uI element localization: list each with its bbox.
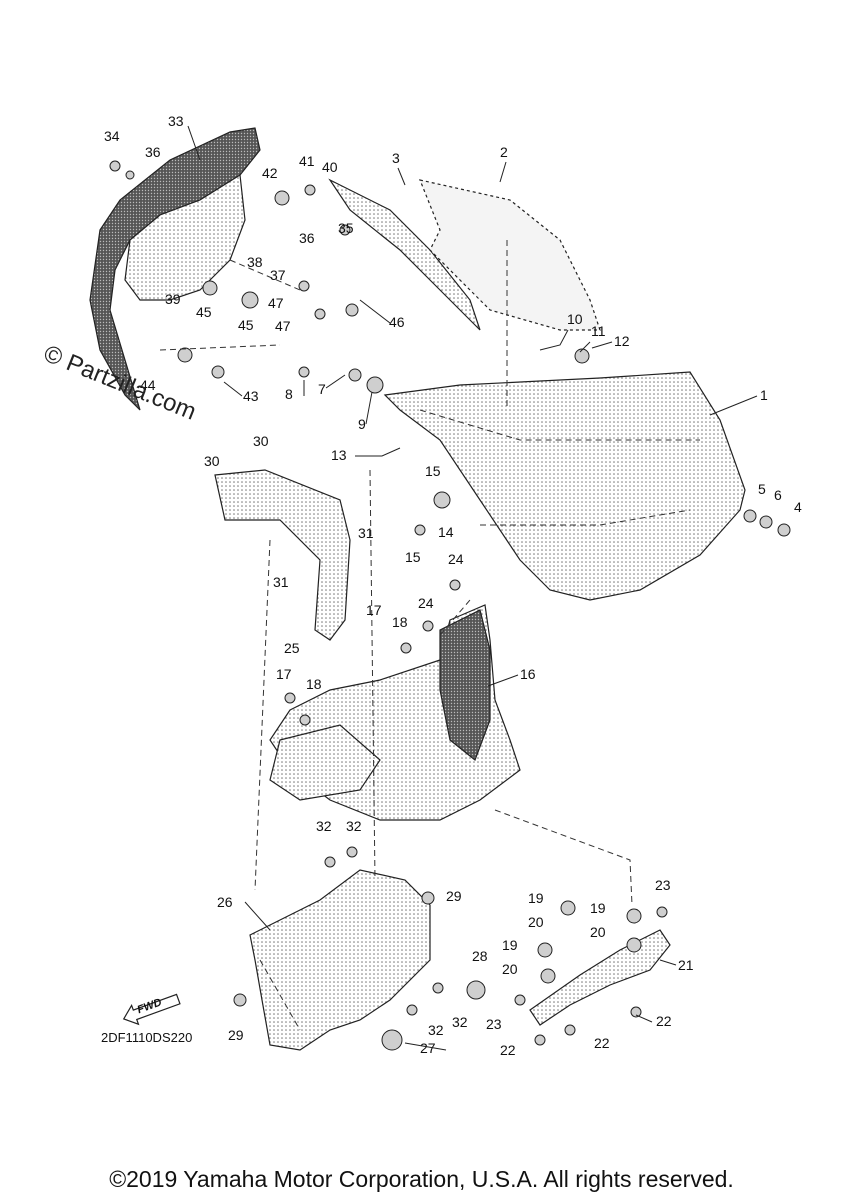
callout-36b: 36 — [299, 230, 315, 246]
callout-41: 41 — [299, 153, 315, 169]
callout-27: 27 — [420, 1040, 436, 1056]
leader-lines — [187, 125, 758, 1051]
callout-36a: 36 — [145, 144, 161, 160]
callout-23b: 23 — [486, 1016, 502, 1032]
callout-19b: 19 — [590, 900, 606, 916]
callout-47b: 47 — [275, 318, 291, 334]
callout-43: 43 — [243, 388, 259, 404]
side-panel-part — [383, 371, 746, 601]
callout-35: 35 — [338, 220, 354, 236]
callout-21: 21 — [678, 957, 694, 973]
callout-29a: 29 — [446, 888, 462, 904]
callout-13: 13 — [331, 447, 347, 463]
hardware-parts — [109, 160, 791, 1051]
callout-30a: 30 — [253, 433, 269, 449]
callout-46: 46 — [389, 314, 405, 330]
stay-part — [529, 929, 671, 1026]
copyright-text: ©2019 Yamaha Motor Corporation, U.S.A. A… — [109, 1166, 734, 1192]
callout-42: 42 — [262, 165, 278, 181]
callout-44: 44 — [140, 377, 156, 393]
callout-4: 4 — [794, 499, 802, 515]
callout-17a: 17 — [366, 602, 382, 618]
callout-7: 7 — [318, 381, 326, 397]
callout-39: 39 — [165, 291, 181, 307]
callout-26: 26 — [217, 894, 233, 910]
windscreen-part — [328, 178, 601, 331]
callout-18a: 18 — [392, 614, 408, 630]
callout-32c: 32 — [428, 1022, 444, 1038]
callout-24a: 24 — [448, 551, 464, 567]
callout-23a: 23 — [655, 877, 671, 893]
callout-16: 16 — [520, 666, 536, 682]
callout-3: 3 — [392, 150, 400, 166]
callout-40: 40 — [322, 159, 338, 175]
callout-20a: 20 — [528, 914, 544, 930]
callout-18b: 18 — [306, 676, 322, 692]
callout-20c: 20 — [502, 961, 518, 977]
fwd-arrow-icon — [122, 993, 181, 1026]
callout-31a: 31 — [358, 525, 374, 541]
diagram-code: 2DF1110DS220 — [101, 1030, 193, 1045]
callout-17b: 17 — [276, 666, 292, 682]
callout-22c: 22 — [500, 1042, 516, 1058]
callout-22b: 22 — [594, 1035, 610, 1051]
callout-29b: 29 — [228, 1027, 244, 1043]
callout-30b: 30 — [204, 453, 220, 469]
bracket-stay-part — [214, 469, 351, 641]
callout-15b: 15 — [405, 549, 421, 565]
lower-bracket-part — [249, 869, 431, 1051]
callout-31b: 31 — [273, 574, 289, 590]
callout-12: 12 — [614, 333, 630, 349]
callout-15a: 15 — [425, 463, 441, 479]
callout-22a: 22 — [656, 1013, 672, 1029]
callout-19c: 19 — [502, 937, 518, 953]
callout-32a: 32 — [316, 818, 332, 834]
callout-14: 14 — [438, 524, 454, 540]
callout-11: 11 — [591, 323, 606, 339]
fwd-arrow: FWD — [117, 986, 184, 1032]
callout-8: 8 — [285, 386, 293, 402]
callout-1: 1 — [760, 387, 768, 403]
callout-38: 38 — [247, 254, 263, 270]
callout-2: 2 — [500, 144, 508, 160]
callout-labels: 1 2 3 4 5 6 7 8 9 10 11 12 13 14 15 15 1… — [104, 113, 802, 1058]
callout-6: 6 — [774, 487, 782, 503]
callout-45a: 45 — [196, 304, 212, 320]
callout-25: 25 — [284, 640, 300, 656]
callout-34: 34 — [104, 128, 120, 144]
callout-20b: 20 — [590, 924, 606, 940]
callout-33: 33 — [168, 113, 184, 129]
inner-panel-part — [269, 604, 521, 821]
callout-24b: 24 — [418, 595, 434, 611]
callout-32b: 32 — [346, 818, 362, 834]
callout-37: 37 — [270, 267, 286, 283]
callout-5: 5 — [758, 481, 766, 497]
callout-10: 10 — [567, 311, 583, 327]
callout-28: 28 — [472, 948, 488, 964]
callout-47a: 47 — [268, 295, 284, 311]
callout-19a: 19 — [528, 890, 544, 906]
callout-45b: 45 — [238, 317, 254, 333]
assembly-lines — [159, 240, 633, 1031]
callout-9: 9 — [358, 416, 366, 432]
callout-32d: 32 — [452, 1014, 468, 1030]
